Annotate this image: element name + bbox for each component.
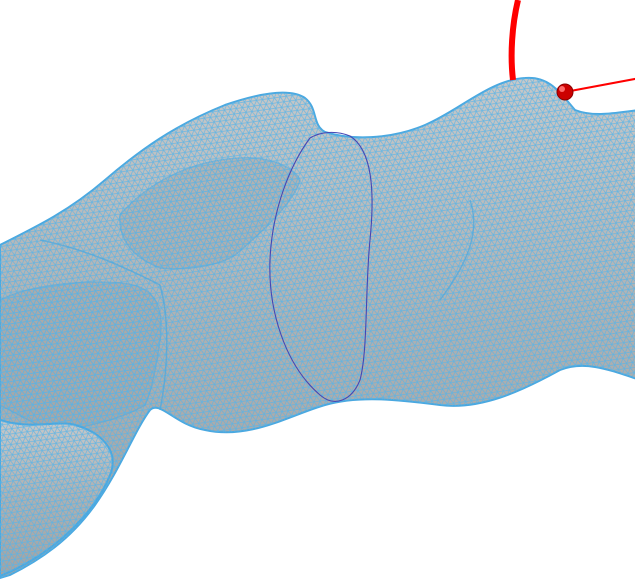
mesh-surface-icon[interactable] <box>0 76 635 580</box>
mesh-tail-wireframe <box>0 420 113 576</box>
mesh-fold-line <box>439 199 475 301</box>
gizmo-handle-highlight <box>559 86 565 92</box>
gizmo-handle[interactable] <box>556 83 574 101</box>
mesh-lobe-left-wireframe <box>0 282 161 432</box>
mesh-fold-line <box>159 284 168 411</box>
rotation-gizmo-icon[interactable] <box>508 0 635 101</box>
mesh-fold-line <box>39 239 161 286</box>
cross-section-curve-icon[interactable] <box>269 131 373 402</box>
mesh-lobe-upper-wireframe <box>119 157 301 269</box>
gizmo-axis-line[interactable] <box>564 77 635 93</box>
gizmo-ring[interactable] <box>508 0 521 81</box>
